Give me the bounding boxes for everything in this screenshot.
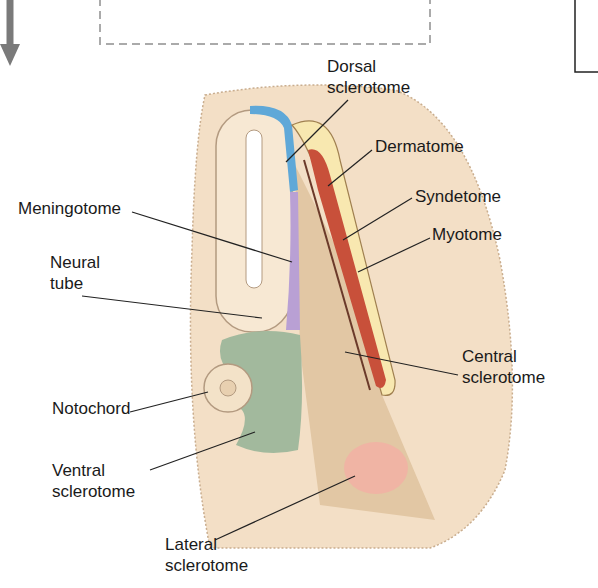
notochord bbox=[204, 364, 252, 412]
part-label: Lateral sclerotome bbox=[165, 534, 265, 576]
neural-tube bbox=[216, 110, 292, 332]
part-label: Dorsal sclerotome bbox=[327, 56, 417, 98]
part-label: Myotome bbox=[432, 224, 592, 245]
part-label: Central sclerotome bbox=[462, 346, 562, 388]
ventral-sclerotome bbox=[220, 331, 302, 453]
neural-lumen bbox=[246, 130, 262, 288]
dermatome bbox=[292, 121, 395, 396]
part-label: Notochord bbox=[52, 398, 212, 419]
dorsal-sclerotome bbox=[250, 106, 298, 192]
notochord-core bbox=[220, 380, 236, 396]
part-label: Ventral sclerotome bbox=[52, 460, 152, 502]
part-label: Neural tube bbox=[50, 252, 120, 294]
dashed-box bbox=[100, 0, 430, 44]
leader-lines bbox=[82, 100, 458, 540]
flow-arrow-head bbox=[0, 44, 20, 66]
part-label: Dermatome bbox=[375, 136, 535, 157]
flow-arrow bbox=[7, 0, 14, 48]
tissue-body bbox=[190, 85, 512, 548]
part-label: Meningotome bbox=[18, 198, 178, 219]
lateral-sclerotome bbox=[344, 442, 408, 494]
part-label: Syndetome bbox=[415, 186, 575, 207]
side-box bbox=[575, 0, 598, 72]
